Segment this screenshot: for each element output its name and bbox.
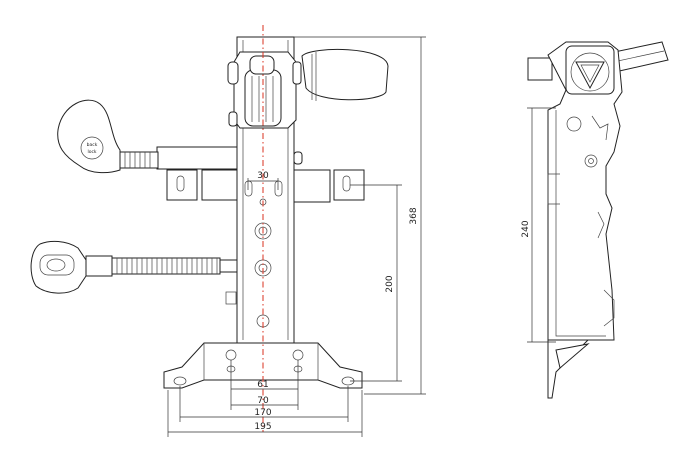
- dim-label-195: 195: [254, 422, 271, 432]
- dim-label-200: 200: [385, 275, 395, 292]
- dim-label-30: 30: [257, 171, 269, 181]
- dim-label-61: 61: [257, 380, 268, 390]
- front-view: back lock: [30, 25, 426, 437]
- dimension-195: 195: [167, 390, 363, 437]
- tilt-lever: [301, 49, 389, 101]
- dimension-200: 200: [350, 184, 402, 382]
- dim-label-240: 240: [521, 220, 531, 237]
- upper-housing: [227, 51, 303, 165]
- knob-label-back: back: [87, 142, 98, 148]
- dimension-170: 170: [179, 386, 349, 422]
- dimension-368: 368: [294, 36, 426, 395]
- dimension-30: 30: [247, 171, 279, 190]
- height-adjuster-handle: [30, 240, 238, 294]
- side-knob: [565, 45, 615, 95]
- back-lock-knob: back lock: [57, 99, 159, 174]
- dimension-61: 61: [230, 360, 299, 410]
- dim-label-368: 368: [409, 207, 419, 224]
- side-flange: [547, 339, 590, 399]
- dimension-70: 70: [231, 396, 298, 406]
- knob-label-lock: lock: [87, 149, 96, 155]
- side-view: 240: [521, 41, 669, 399]
- left-tube: [527, 57, 553, 81]
- dim-label-170: 170: [254, 408, 271, 418]
- dim-label-70: 70: [257, 396, 269, 406]
- side-body: [547, 41, 623, 341]
- dimension-240: 240: [521, 107, 556, 343]
